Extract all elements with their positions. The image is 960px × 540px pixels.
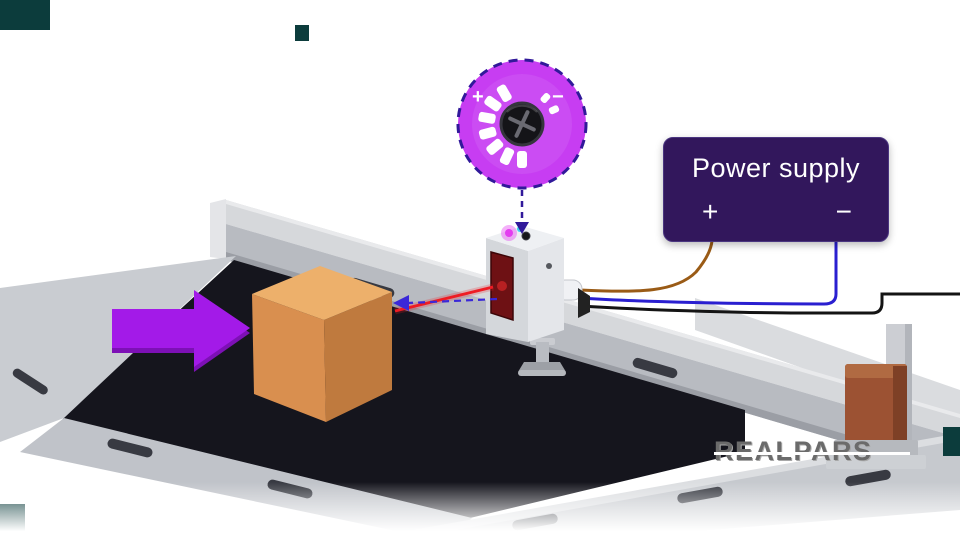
wire-output: [578, 292, 960, 315]
device-body: [845, 364, 907, 444]
status-led-magenta: [505, 229, 513, 237]
adjustment-potentiometer: [521, 231, 531, 241]
rail-slot: [632, 357, 678, 379]
device-post-shade: [905, 324, 912, 448]
box-front-face: [252, 294, 326, 422]
device-body-top: [845, 364, 907, 378]
direction-arrow-icon: [112, 290, 250, 372]
device-base-plate: [826, 455, 926, 469]
photoelectric-sensor: [486, 225, 590, 376]
power-supply-panel: Power supply + −: [663, 137, 889, 242]
corner-artifact: [0, 0, 50, 30]
box-side-face: [324, 292, 392, 422]
laser-beam: [394, 285, 494, 313]
sensor-cable-connector: [578, 288, 590, 318]
box-top-face: [252, 266, 392, 320]
device-body-shade: [893, 366, 907, 442]
power-supply-title: Power supply: [691, 153, 861, 183]
sensor-screw: [546, 263, 552, 269]
logo-text: REALPARS: [714, 436, 873, 466]
power-supply-plus-terminal: +: [702, 196, 719, 227]
logo-stripe: [714, 452, 910, 455]
dial-minus-label: −: [552, 86, 564, 108]
far-rail-top-face: [226, 200, 960, 438]
far-rail-end-cap: [210, 199, 226, 259]
potentiometer-dial-icon: [478, 84, 560, 168]
lens-glow: [497, 281, 507, 291]
sensor-mount-base: [518, 362, 566, 372]
dial-plus-label: +: [472, 86, 484, 108]
wire-negative: [578, 239, 838, 306]
magnifier-callout: [456, 58, 588, 234]
beams: [393, 283, 498, 315]
callout-arrowhead-icon: [515, 222, 529, 234]
realpars-logo: REALPARS: [714, 436, 914, 468]
arrow-face: [112, 290, 250, 367]
screw-cross-slot-icon: [508, 110, 536, 138]
dial-highlight: [506, 104, 538, 113]
detection-dashed-line: [407, 297, 498, 305]
wire-positive: [578, 239, 714, 293]
wiring: [578, 239, 960, 315]
far-rail-front-face: [226, 224, 960, 476]
sensor-side-face: [528, 238, 564, 342]
power-supply-minus-terminal: −: [835, 196, 852, 227]
sensor-mount-pole: [536, 342, 549, 366]
rail-slot: [107, 438, 153, 458]
corner-artifact: [295, 25, 309, 41]
corner-artifact: [0, 504, 25, 540]
sensor-mount-foot: [518, 370, 566, 376]
rail-slot: [12, 368, 48, 395]
corner-artifact: [943, 427, 960, 456]
carton-box: [252, 266, 392, 422]
background-device: [826, 324, 926, 469]
detection-arrowhead-icon: [393, 295, 409, 311]
far-rail-top-highlight: [226, 200, 960, 418]
